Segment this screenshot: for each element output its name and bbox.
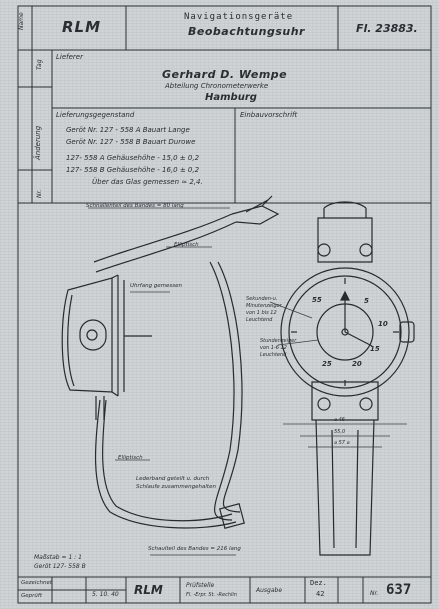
footer-date: 5. 10. 40 (92, 591, 119, 598)
note-strap-2: Schlaufe zusammengehalten (136, 484, 216, 490)
note-hand-3: Leuchtend (260, 352, 287, 358)
footer-number: 637 (386, 582, 412, 598)
footer-approved-1: Prüfstelle (186, 582, 215, 589)
dial-20: 20 (352, 360, 362, 368)
note-window-4: Leuchtend (246, 317, 273, 323)
footer-scale: Maßstab = 1 : 1 (34, 554, 82, 561)
item-5: Über das Glas gemessen ≈ 2,4. (92, 178, 203, 186)
margin-nr: Nr. (36, 189, 43, 198)
supplier-label: Lieferer (56, 53, 83, 61)
footer-device: Geröt 127- 558 B (34, 563, 86, 570)
dim-2: 55,0 (334, 429, 346, 435)
note-window-3: von 1 bis 12 (246, 310, 277, 316)
footer-drawn-label: Gezeichnet (21, 580, 52, 586)
item-4: 127- 558 B Gehäusehöhe - 16,0 ± 0,2 (66, 166, 200, 174)
header-sheet-ref: Fl. 23883. (356, 22, 418, 35)
dial-25: 25 (322, 360, 332, 368)
note-case: Uhrfang gemessen (130, 283, 183, 289)
margin-tag: Tag (36, 59, 43, 70)
dial-10: 10 (378, 320, 388, 328)
dial-55: 55 (312, 296, 322, 304)
front-view (280, 201, 415, 556)
side-view (61, 195, 280, 529)
note-strap-1: Lederband geteilt u. durch (136, 476, 210, 482)
note-hand-1: Stundenzeiger (260, 338, 297, 344)
note-ellipse-top: Elliptisch (174, 242, 199, 248)
header-category: Navigationsgeräte (184, 12, 294, 22)
footer-number-label: Nr. (370, 590, 379, 597)
footer-rlm: RLM (134, 583, 163, 597)
note-bottom-strap: Schaulteil des Bandes = 216 lang (148, 546, 241, 552)
reference-label: Einbauvorschrift (240, 111, 298, 119)
note-top-strap: Schnallenteil des Bandes = 80 lang (86, 203, 184, 209)
header-product: Beobachtungsuhr (188, 25, 305, 38)
header-rlm: RLM (62, 18, 102, 36)
footer-ausgabe-label: Ausgabe (256, 587, 283, 594)
outer-border (17, 5, 432, 604)
note-window-1: Sekunden-u. (246, 296, 278, 302)
margin-aenderung: Änderung (34, 125, 42, 160)
footer-doc-number: 42 (316, 590, 325, 598)
note-hand-2: von 1-6 12 (260, 345, 287, 351)
supplier-city: Hamburg (205, 92, 257, 103)
supplier-department: Abteilung Chronometerwerke (165, 82, 269, 90)
margin-name: Name (18, 12, 25, 30)
footer-approved-2: Fl. -Erpr. St. -Rechlin (186, 592, 237, 598)
item-2: Geröt Nr. 127 - 558 B Bauart Durowe (66, 138, 196, 146)
dim-1: ⌀ 46 (334, 417, 345, 423)
footer-checked-label: Geprüft (21, 593, 42, 599)
footer-doc-label: Dez. (310, 579, 327, 587)
supplier-company: Gerhard D. Wempe (162, 68, 288, 81)
item-3: 127- 558 A Gehäusehöhe - 15,0 ± 0,2 (66, 154, 200, 162)
note-ellipse-bottom: Elliptisch (118, 455, 143, 461)
dial-15: 15 (370, 345, 380, 353)
dim-3: ⌀ 57 ⌀ (334, 440, 350, 446)
delivery-label: Lieferungsgegenstand (56, 111, 135, 119)
dial-5: 5 (364, 297, 369, 305)
item-1: Geröt Nr. 127 - 558 A Bauart Lange (66, 126, 190, 134)
note-window-2: Minutenzeiger (246, 303, 282, 309)
